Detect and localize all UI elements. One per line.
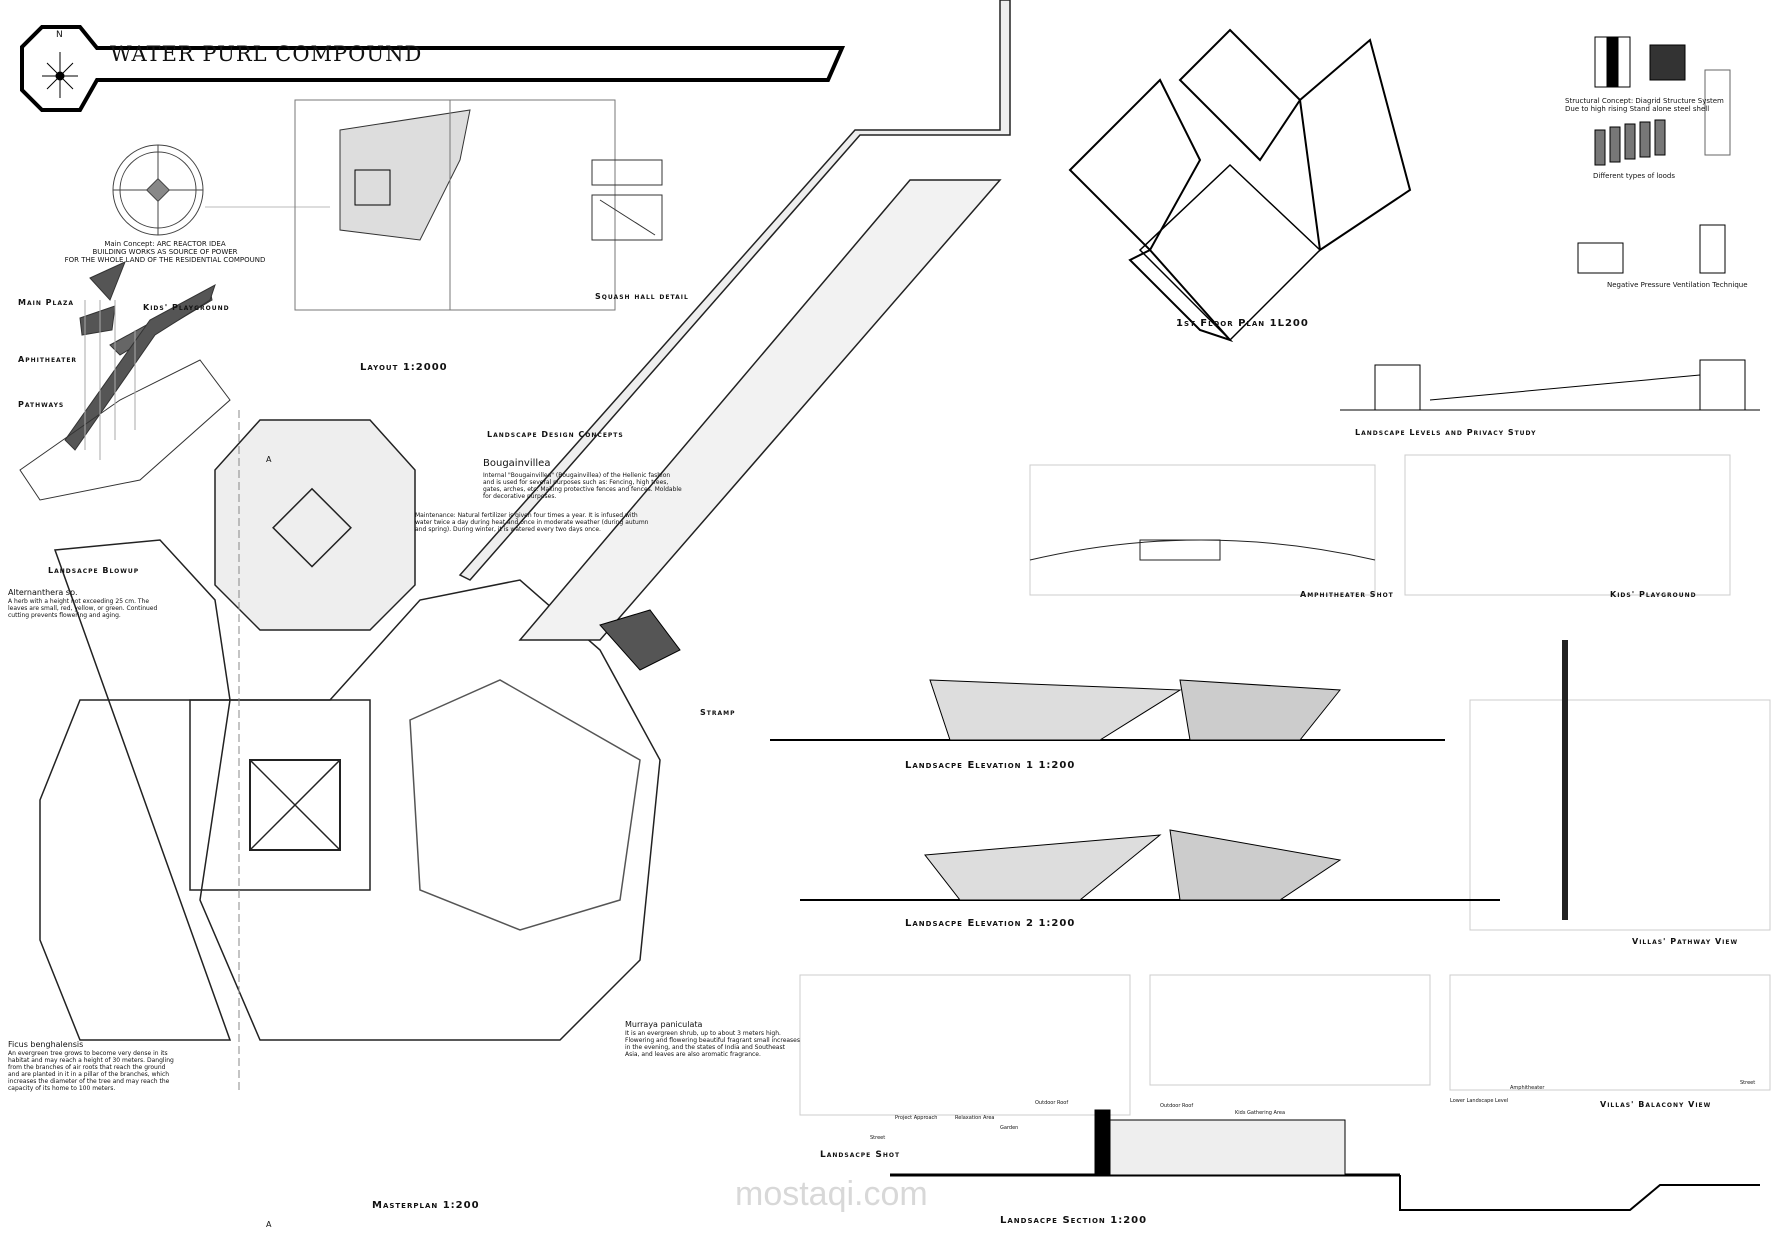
caption-layout: Layout 1:2000 <box>360 362 448 373</box>
plant-bougainvillea-text: Internal "Bougainvillea" (Bougainvillea)… <box>483 472 682 500</box>
structure-concept-line-1: Structural Concept: Diagrid Structure Sy… <box>1565 97 1724 105</box>
section-tags: Street Project Approach Relaxation Area … <box>870 1080 1770 1141</box>
section-tag: Kids Gathering Area <box>1235 1110 1286 1116</box>
plant-murraya-name: Murraya paniculata <box>625 1020 703 1029</box>
plant-bougainvillea-name: Bougainvillea <box>483 458 551 469</box>
landscape-blowup-diagram <box>19 261 231 501</box>
squash-hall-drawing <box>591 159 663 241</box>
caption-first-floor-plan: 1st Floor Plan 1L200 <box>1176 318 1309 329</box>
plant-bougainvillea-maintenance: Maintenance: Natural fertilizer is given… <box>415 512 649 533</box>
concept-line-2: BUILDING WORKS AS SOURCE OF POWER <box>92 248 238 256</box>
caption-elevation-2: Landsacpe Elevation 2 1:200 <box>905 918 1076 929</box>
label-main-plaza: Main Plaza <box>18 298 74 307</box>
caption-design-concepts: Landscape Design Concepts <box>487 430 624 439</box>
elevation-1 <box>770 679 1445 741</box>
structure-concept: Structural Concept: Diagrid Structure Sy… <box>1565 97 1724 113</box>
caption-landscape-blowup: Landsacpe Blowup <box>48 566 140 575</box>
plant-alternanthera-name: Alternanthera sp. <box>8 588 78 597</box>
landscape-section <box>890 1109 1760 1211</box>
stramp-drawing <box>599 609 681 671</box>
caption-elevation-1: Landsacpe Elevation 1 1:200 <box>905 760 1076 771</box>
north-label: N <box>56 30 63 40</box>
structure-concept-line-2: Due to high rising Stand alone steel she… <box>1565 105 1710 113</box>
caption-loads: Different types of loods <box>1593 172 1675 180</box>
title-banner <box>20 25 846 112</box>
sheet-title: WATER PURL COMPOUND <box>110 42 423 66</box>
levels-study <box>1340 359 1760 411</box>
section-marker-bottom: A <box>266 1220 272 1229</box>
section-tag: Street <box>1740 1080 1756 1086</box>
caption-villas-balcony: Villas' Balacony View <box>1600 1100 1712 1109</box>
caption-villas-pathway: Villas' Pathway View <box>1632 937 1739 946</box>
plant-ficus-text: An evergreen tree grows to become very d… <box>8 1050 174 1092</box>
caption-stramp: Stramp <box>700 708 736 717</box>
section-tag: Outdoor Roof <box>1160 1103 1194 1109</box>
section-tag: Outdoor Roof <box>1035 1100 1069 1106</box>
north-arrow-icon <box>42 52 78 98</box>
watermark: mostaqi.com <box>735 1175 928 1213</box>
arc-reactor-diagram <box>112 144 204 236</box>
plant-murraya-text: It is an evergreen shrub, up to about 3 … <box>625 1030 800 1058</box>
caption-masterplan: Masterplan 1:200 <box>372 1200 480 1211</box>
caption-landscape-section: Landsacpe Section 1:200 <box>1000 1215 1148 1226</box>
label-amphitheater: Aphitheater <box>18 355 78 364</box>
section-tag: Amphitheater <box>1510 1085 1545 1091</box>
section-marker-top: A <box>266 455 272 464</box>
caption-kids-playground: Kids' Playground <box>1610 590 1697 599</box>
caption-amphitheater-shot: Amphitheater Shot <box>1300 590 1394 599</box>
caption-levels-study: Landscape Levels and Privacy Study <box>1355 428 1537 437</box>
caption-squash-hall: Squash hall detail <box>595 292 689 301</box>
structural-diagrams <box>1577 36 1731 274</box>
first-floor-plan <box>1068 28 1412 343</box>
plant-ficus-name: Ficus benghalensis <box>8 1040 84 1049</box>
masterplan-site <box>39 0 1011 1041</box>
layout-plan <box>294 99 616 311</box>
caption-ventilation: Negative Pressure Ventilation Technique <box>1607 281 1748 289</box>
section-tag: Garden <box>1000 1125 1019 1131</box>
plant-alternanthera-text: A herb with a height not exceeding 25 cm… <box>8 598 158 619</box>
elevation-2 <box>800 829 1500 901</box>
concept-line-3: FOR THE WHOLE LAND OF THE RESIDENTIAL CO… <box>64 256 266 264</box>
caption-landscape-shot: Landsacpe Shot <box>820 1150 901 1160</box>
section-tag: Street <box>870 1135 886 1141</box>
label-pathways: Pathways <box>18 400 65 409</box>
section-tag: Relaxation Area <box>955 1115 995 1121</box>
perspective-views <box>799 454 1771 1116</box>
label-kids-playground: Kids' Playground <box>143 303 230 312</box>
concept-line-1: Main Concept: ARC REACTOR IDEA <box>104 240 226 248</box>
concept-text: Main Concept: ARC REACTOR IDEA BUILDING … <box>60 240 270 264</box>
section-tag: Lower Landscape Level <box>1450 1098 1509 1104</box>
section-tag: Project Approach <box>895 1115 938 1121</box>
